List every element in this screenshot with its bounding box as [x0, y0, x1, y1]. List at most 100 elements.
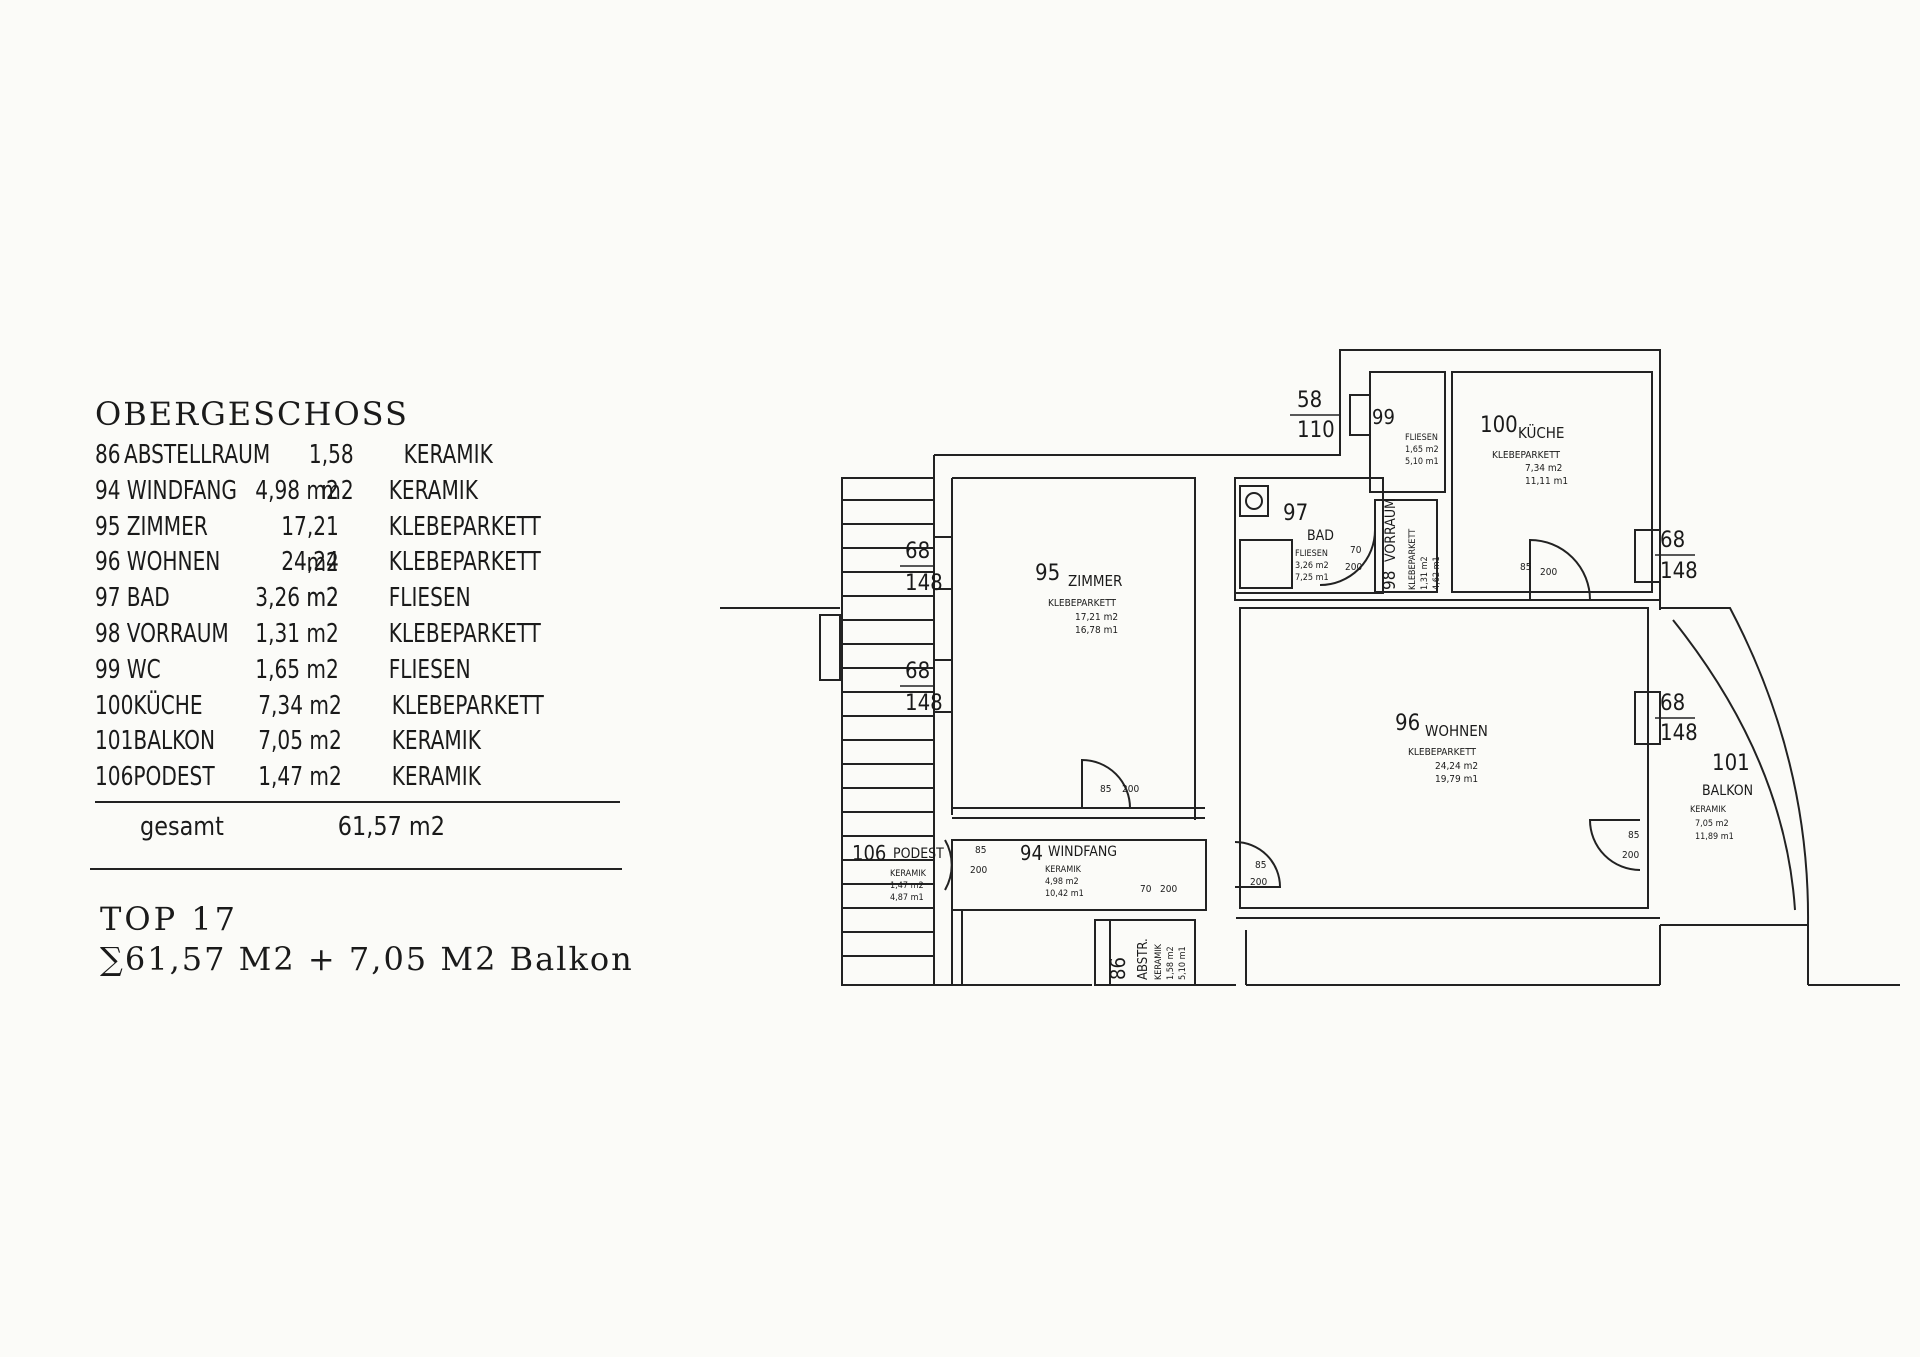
- room-number: 101: [95, 726, 134, 757]
- room-floor: KERAMIK: [890, 869, 927, 879]
- room-area: 1,58 m2: [1166, 946, 1176, 980]
- room-floor: KERAMIK: [391, 762, 481, 793]
- room-number: 101: [1712, 751, 1750, 776]
- door-dim-200: 200: [1250, 877, 1267, 888]
- room-area: 1,65 m2: [255, 654, 339, 685]
- room-number: 95: [1035, 561, 1060, 586]
- room-number: 99: [1372, 405, 1395, 429]
- room-floor: KERAMIK: [403, 440, 493, 470]
- room-area: 4,98 m2: [1045, 877, 1079, 887]
- window-dim-bottom: 148: [1660, 559, 1698, 584]
- room-label-podest: 106 PODEST KERAMIK 1,47 m2 4,87 m1: [852, 841, 944, 903]
- room-floor: FLIESEN: [388, 583, 471, 614]
- room-name: PODEST: [133, 762, 215, 793]
- washbasin-round: [1239, 485, 1269, 517]
- room-name: VORRAUM: [126, 618, 229, 649]
- room-number: 95: [95, 511, 121, 542]
- wohnen-outline: [1239, 607, 1649, 909]
- room-perimeter: 11,11 m1: [1525, 476, 1568, 487]
- door-dim-200: 200: [1122, 784, 1139, 795]
- door-swings: [944, 529, 1641, 891]
- room-area: 7,05 m2: [1695, 819, 1729, 829]
- windfang-outline: [951, 839, 1207, 911]
- room-floor: KLEBEPARKETT: [391, 690, 544, 721]
- unit-label: TOP 17: [100, 900, 238, 938]
- room-area: 7,05 m2: [258, 726, 342, 757]
- door-dim-85: 85: [1628, 830, 1639, 841]
- door-dim-200: 200: [1345, 562, 1362, 573]
- floor-title: OBERGESCHOSS: [95, 395, 409, 433]
- room-area: 7,34 m2: [258, 690, 342, 721]
- window-dim-top: 68: [1660, 528, 1685, 553]
- bad-outline: [1234, 477, 1384, 594]
- door-dim-200: 200: [970, 865, 987, 876]
- room-perimeter: 5,10 m1: [1178, 946, 1188, 980]
- wc-window-dim-top: 58: [1297, 388, 1322, 413]
- room-perimeter: 5,10 m1: [1405, 457, 1439, 467]
- total-area: 61,57 m2: [337, 812, 445, 842]
- room-number: 98: [95, 618, 121, 649]
- kueche-outline: [1451, 371, 1653, 593]
- door-dim-70: 70: [1350, 545, 1362, 556]
- room-perimeter: 16,78 m1: [1075, 625, 1118, 636]
- room-perimeter: 11,89 m1: [1695, 832, 1734, 842]
- room-label-zimmer: 95 ZIMMER KLEBEPARKETT 17,21 m2 16,78 m1: [1035, 561, 1122, 636]
- room-area: 3,26 m2: [255, 583, 339, 614]
- window-dim-top: 68: [905, 539, 930, 564]
- stair-landing-window: [819, 614, 841, 681]
- footer-divider: [90, 868, 622, 870]
- room-name: WOHNEN: [126, 547, 221, 578]
- window-dim-top: 68: [1660, 691, 1685, 716]
- room-number: 94: [95, 475, 121, 506]
- room-area: 1,31 m2: [1420, 556, 1430, 590]
- room-number: 106: [852, 841, 886, 865]
- window-dimensions: 68 148 68 148 68 148 68 148 58 110: [900, 388, 1698, 746]
- room-number: 100: [1480, 413, 1518, 438]
- room-area: 1,58 m2: [308, 440, 354, 506]
- room-name: WC: [126, 654, 161, 685]
- room-floor: KERAMIK: [1045, 865, 1082, 875]
- room-number: 96: [1395, 711, 1420, 736]
- room-label-vorraum: 98 VORRAUM KLEBEPARKETT 1,31 m2 4,62 m1: [1380, 498, 1442, 590]
- door-dim-200: 200: [1160, 884, 1177, 895]
- room-name: WINDFANG: [1048, 844, 1117, 860]
- room-perimeter: 10,42 m1: [1045, 889, 1084, 899]
- room-floor: KLEBEPARKETT: [1408, 529, 1418, 590]
- room-floor: KLEBEPARKETT: [1048, 598, 1117, 609]
- room-perimeter: 19,79 m1: [1435, 774, 1478, 785]
- room-floor: KERAMIK: [388, 475, 478, 506]
- total-label: gesamt: [140, 812, 224, 842]
- room-number: 96: [95, 547, 121, 578]
- room-perimeter: 4,87 m1: [890, 893, 924, 903]
- room-number: 98: [1380, 571, 1400, 590]
- abstr-outline: [1094, 919, 1196, 986]
- room-name: WOHNEN: [1425, 722, 1488, 740]
- room-name: KÜCHE: [1518, 423, 1564, 442]
- window-dim-bottom: 148: [905, 571, 943, 596]
- room-area: 17,21 m2: [281, 511, 339, 578]
- stair-treads: [842, 499, 934, 957]
- room-label-wohnen: 96 WOHNEN KLEBEPARKETT 24,24 m2 19,79 m1: [1395, 711, 1488, 785]
- room-number: 99: [95, 654, 121, 685]
- area-sum-label: ∑61,57 M2 + 7,05 M2 Balkon: [100, 940, 634, 978]
- total-divider: [95, 801, 620, 803]
- room-label-bad: 97 BAD FLIESEN 3,26 m2 7,25 m1: [1283, 501, 1334, 583]
- window-dim-top: 68: [905, 659, 930, 684]
- room-number: 100: [95, 690, 134, 721]
- room-area: 4,98 m2: [255, 475, 339, 506]
- room-area: 1,47 m2: [890, 881, 924, 891]
- room-area: 3,26 m2: [1295, 561, 1329, 571]
- room-name: ZIMMER: [1068, 572, 1122, 590]
- door-dim-200: 200: [1622, 850, 1639, 861]
- room-label-kueche: 100 KÜCHE KLEBEPARKETT 7,34 m2 11,11 m1: [1480, 413, 1568, 487]
- room-number: 97: [1283, 501, 1308, 526]
- room-name: BALKON: [133, 726, 215, 757]
